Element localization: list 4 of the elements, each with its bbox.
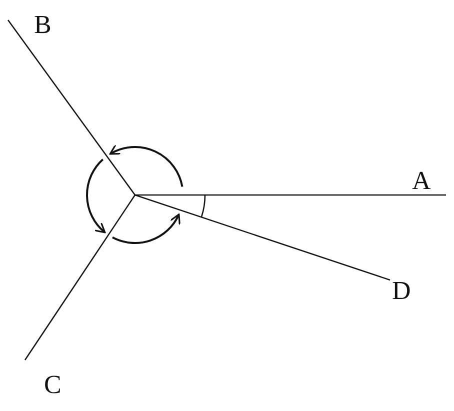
ray-label: D <box>392 278 411 304</box>
ray-label: A <box>412 168 431 194</box>
ray-label: B <box>34 12 52 38</box>
ray-label: C <box>44 372 62 398</box>
